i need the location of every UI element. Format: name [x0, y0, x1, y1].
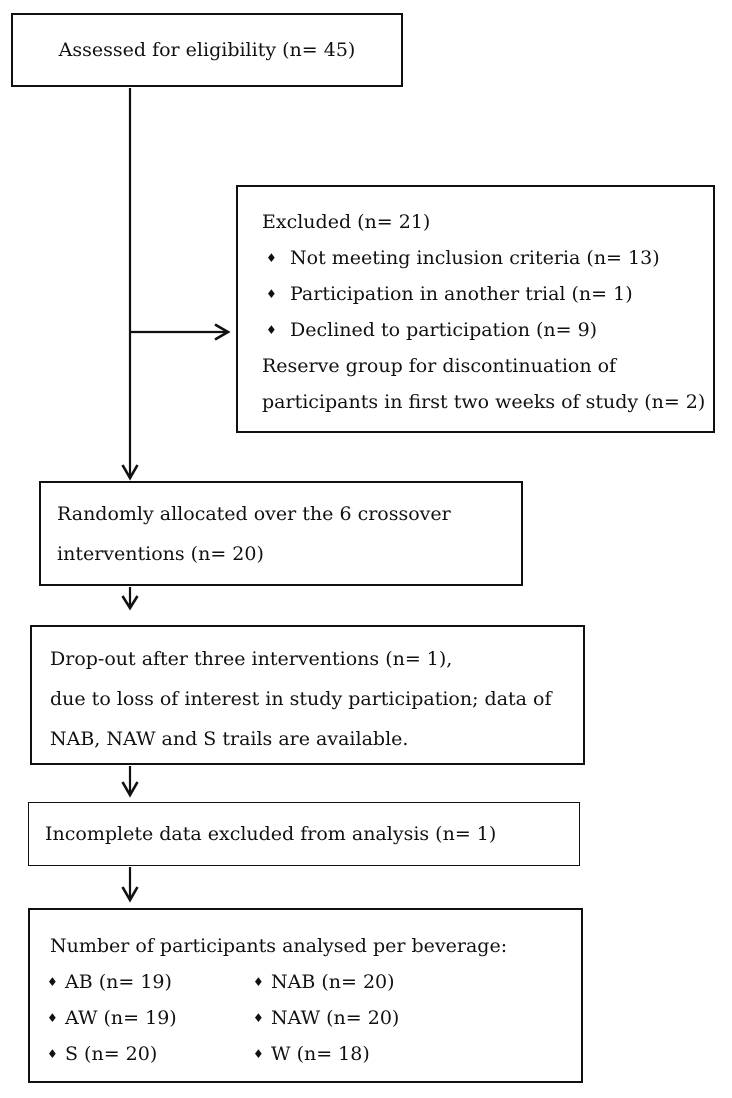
- analysed-item-text: W (n= 18): [271, 1043, 370, 1065]
- diamond-bullet-icon: ♦: [47, 1011, 58, 1025]
- allocated-line1: Randomly allocated over the 6 crossover: [57, 503, 451, 525]
- analysed-item: ♦ W (n= 18): [252, 1036, 370, 1072]
- analysed-item-text: NAW (n= 20): [271, 1007, 400, 1029]
- diamond-bullet-icon: ♦: [266, 323, 277, 337]
- analysed-row: ♦ S (n= 20) ♦ W (n= 18): [46, 1036, 573, 1072]
- arrow-dropout-to-incomplete: [121, 766, 139, 798]
- arrow-assessed-to-allocated: [121, 88, 139, 481]
- dropout-line3: NAB, NAW and S trails are available.: [50, 728, 409, 750]
- excluded-note-line2: participants in first two weeks of study…: [262, 391, 706, 413]
- dropout-line2: due to loss of interest in study partici…: [50, 688, 552, 710]
- excluded-bullet-text: Declined to participation (n= 9): [290, 319, 598, 341]
- arrow-branch-to-excluded: [129, 323, 231, 341]
- box-incomplete-data: Incomplete data excluded from analysis (…: [28, 802, 580, 866]
- box-randomly-allocated: Randomly allocated over the 6 crossover …: [39, 481, 523, 586]
- excluded-bullet-item: ♦ Participation in another trial (n= 1): [262, 276, 705, 312]
- analysed-item-text: AW (n= 19): [65, 1007, 177, 1029]
- box-analysed-per-beverage: Number of participants analysed per beve…: [28, 908, 583, 1083]
- excluded-bullet-item: ♦ Not meeting inclusion criteria (n= 13): [262, 240, 705, 276]
- arrow-allocated-to-dropout: [121, 587, 139, 611]
- diamond-bullet-icon: ♦: [253, 1047, 264, 1061]
- box-dropout: Drop-out after three interventions (n= 1…: [30, 625, 585, 765]
- analysed-item: ♦ AB (n= 19): [46, 964, 252, 1000]
- analysed-item-text: AB (n= 19): [65, 971, 172, 993]
- incomplete-text: Incomplete data excluded from analysis (…: [45, 823, 497, 845]
- excluded-title: Excluded (n= 21): [262, 211, 431, 233]
- allocated-line2: interventions (n= 20): [57, 543, 264, 565]
- diamond-bullet-icon: ♦: [266, 251, 277, 265]
- analysed-item-text: S (n= 20): [65, 1043, 158, 1065]
- analysed-item: ♦ NAB (n= 20): [252, 964, 395, 1000]
- excluded-note-line1: Reserve group for discontinuation of: [262, 355, 617, 377]
- assessed-text: Assessed for eligibility (n= 45): [58, 39, 356, 61]
- analysed-item: ♦ AW (n= 19): [46, 1000, 252, 1036]
- diamond-bullet-icon: ♦: [253, 1011, 264, 1025]
- analysed-item-text: NAB (n= 20): [271, 971, 395, 993]
- box-assessed-for-eligibility: Assessed for eligibility (n= 45): [11, 13, 403, 87]
- diamond-bullet-icon: ♦: [47, 975, 58, 989]
- box-excluded: Excluded (n= 21) ♦ Not meeting inclusion…: [236, 185, 715, 433]
- excluded-bullet-item: ♦ Declined to participation (n= 9): [262, 312, 705, 348]
- diamond-bullet-icon: ♦: [266, 287, 277, 301]
- analysed-row: ♦ AW (n= 19) ♦ NAW (n= 20): [46, 1000, 573, 1036]
- excluded-bullet-text: Participation in another trial (n= 1): [290, 283, 633, 305]
- diamond-bullet-icon: ♦: [253, 975, 264, 989]
- arrow-incomplete-to-analysed: [121, 867, 139, 903]
- dropout-line1: Drop-out after three interventions (n= 1…: [50, 648, 453, 670]
- diamond-bullet-icon: ♦: [47, 1047, 58, 1061]
- excluded-bullet-text: Not meeting inclusion criteria (n= 13): [290, 247, 660, 269]
- analysed-item: ♦ NAW (n= 20): [252, 1000, 399, 1036]
- analysed-row: ♦ AB (n= 19) ♦ NAB (n= 20): [46, 964, 573, 1000]
- analysed-item: ♦ S (n= 20): [46, 1036, 252, 1072]
- analysed-title: Number of participants analysed per beve…: [50, 935, 508, 957]
